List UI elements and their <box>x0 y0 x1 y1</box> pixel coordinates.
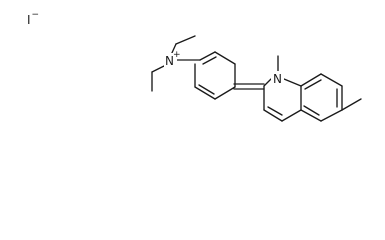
diethylammonium-group <box>151 35 196 92</box>
iodide-symbol: I <box>27 13 31 27</box>
bond-ethyl-upper-ch3 <box>175 35 196 45</box>
bond-c8-c7 <box>320 73 343 87</box>
iodide-charge: − <box>32 10 40 20</box>
quinoline-ring-system <box>263 55 362 122</box>
cation-nitrogen-charge: + <box>173 50 181 60</box>
bond-c1-c2-outer <box>199 51 216 61</box>
bond-c3-c4-inner <box>267 106 283 116</box>
iodide-counter-ion: I − <box>27 10 39 27</box>
bond-n1-c8a <box>283 78 302 87</box>
bond-c3-c4-outer <box>263 109 283 122</box>
bond-c8a-c8-inner <box>304 79 322 90</box>
bond-c8a-c8-outer <box>300 73 322 87</box>
bond-c4-c5 <box>214 86 236 100</box>
chemical-structure-diagram: I − <box>27 10 362 122</box>
bond-c6-c5 <box>320 109 343 122</box>
cation-nitrogen-symbol: N <box>165 54 174 68</box>
bond-c2-n1 <box>263 78 272 87</box>
bond-c5-c4a-outer <box>300 109 322 122</box>
bond-c5-c6-outer <box>194 86 216 100</box>
bond-c1-c2-inner <box>202 56 217 65</box>
cyclohexadienylidene-ring <box>175 51 236 100</box>
bond-c4-c4a <box>281 109 302 122</box>
bond-c2-c3 <box>214 51 236 65</box>
quinoline-nitrogen-atom: N <box>271 71 284 86</box>
cation-nitrogen-atom: N + <box>164 50 181 68</box>
bond-c5-c6-inner <box>198 84 215 95</box>
bond-c5-c4a-inner <box>303 105 320 116</box>
exocyclic-double-bond <box>233 83 265 90</box>
quinoline-nitrogen-symbol: N <box>273 72 282 86</box>
bond-n-ethyl-lower <box>151 65 165 73</box>
bond-c6-methyl <box>341 98 362 111</box>
